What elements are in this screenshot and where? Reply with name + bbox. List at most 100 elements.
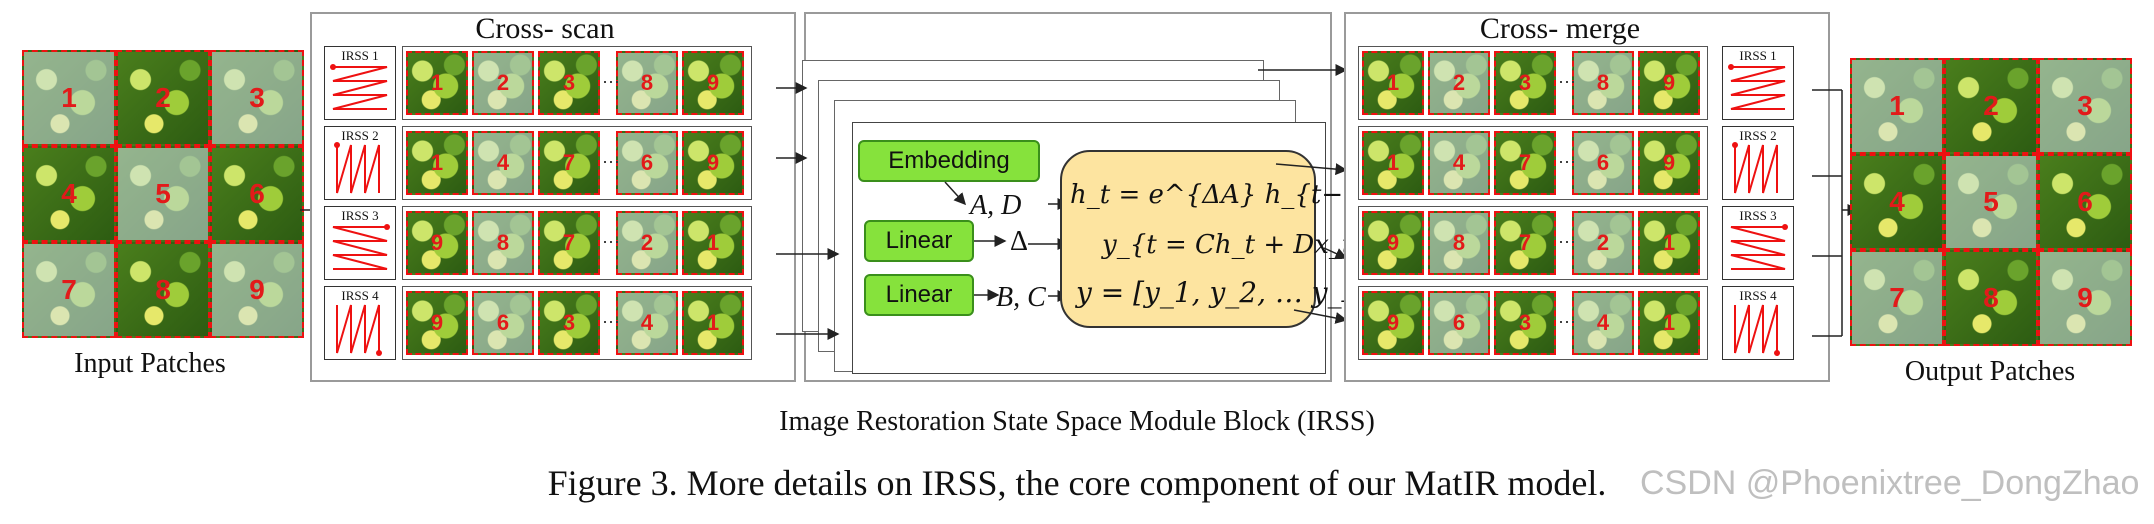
ellipsis-icon: ⋯ <box>1558 232 1576 252</box>
scan-order-label: IRSS 4 <box>1739 288 1777 303</box>
output-patch: 1 <box>1850 58 1944 154</box>
scan-order-label: IRSS 4 <box>341 288 379 303</box>
ellipsis-icon: ⋯ <box>1558 152 1576 172</box>
sequence-patch-number: 7 <box>562 150 576 175</box>
sequence-patch: 1 <box>1638 211 1700 275</box>
sequence-patch: 9 <box>1362 291 1424 355</box>
output-patch-number: 4 <box>1889 186 1905 217</box>
output-patch: 6 <box>2038 154 2132 250</box>
sequence-patch: 2 <box>472 51 534 115</box>
input-patch-number: 3 <box>249 82 265 113</box>
output-patches-grid: 1 2 3 4 5 6 7 8 9 <box>1850 58 2132 348</box>
sequence-patch-number: 3 <box>1518 310 1532 335</box>
sequence-patch: 3 <box>538 291 600 355</box>
sequence-patch: 9 <box>1362 211 1424 275</box>
sequence-patch: 9 <box>1638 131 1700 195</box>
sequence-patch: 3 <box>1494 291 1556 355</box>
ellipsis-icon: ⋯ <box>602 232 620 252</box>
sequence-patch-number: 2 <box>1596 230 1610 255</box>
scan-path-icon <box>332 224 390 270</box>
sequence-patch-number: 4 <box>640 310 654 335</box>
sequence-patch: 4 <box>1428 131 1490 195</box>
sequence-patch-number: 1 <box>1386 150 1400 175</box>
sequence-patch-number: 7 <box>1518 230 1532 255</box>
sequence-patch: 1 <box>682 211 744 275</box>
sequence-patch-number: 6 <box>640 150 654 175</box>
sequence-patch: 6 <box>1572 131 1634 195</box>
scan-order-icon: IRSS 1 <box>324 46 396 120</box>
scan-order-label: IRSS 2 <box>341 128 379 143</box>
scan-order-label: IRSS 1 <box>341 48 379 63</box>
patch-sequence <box>402 46 752 120</box>
sequence-patch-number: 8 <box>1452 230 1466 255</box>
scan-path-icon <box>334 142 380 194</box>
sequence-patch-number: 7 <box>1518 150 1532 175</box>
output-patch: 7 <box>1850 250 1944 346</box>
sequence-patch: 1 <box>1362 131 1424 195</box>
scan-order-label: IRSS 3 <box>341 208 379 223</box>
sequence-patch-number: 9 <box>430 310 444 335</box>
sequence-patch: 8 <box>1428 211 1490 275</box>
input-patch-number: 9 <box>249 274 265 305</box>
sequence-patch-number: 2 <box>1452 70 1466 95</box>
scan-path-icon <box>1732 142 1778 194</box>
sequence-patch-number: 6 <box>1596 150 1610 175</box>
input-patch-number: 4 <box>61 178 77 209</box>
sequence-patch: 6 <box>472 291 534 355</box>
scan-order-label: IRSS 2 <box>1739 128 1777 143</box>
ssm-io-arrows <box>776 64 1348 340</box>
output-patch-number: 5 <box>1983 186 1999 217</box>
patch-sequence <box>1358 206 1708 280</box>
output-patch: 8 <box>1944 250 2038 346</box>
sequence-patch-number: 9 <box>1662 70 1676 95</box>
input-patch: 9 <box>210 242 304 338</box>
sequence-patch: 4 <box>1572 291 1634 355</box>
output-patch: 3 <box>2038 58 2132 154</box>
sequence-patch-number: 1 <box>706 310 720 335</box>
sequence-patch: 1 <box>406 131 468 195</box>
sequence-patch: 7 <box>538 131 600 195</box>
sequence-patch-number: 9 <box>430 230 444 255</box>
sequence-patch: 9 <box>406 211 468 275</box>
output-patches-label: Output Patches <box>1904 356 2076 387</box>
sequence-patch: 1 <box>406 51 468 115</box>
block-name-caption: Image Restoration State Space Module Blo… <box>779 406 1375 437</box>
sequence-patch: 8 <box>1572 51 1634 115</box>
output-patch-number: 6 <box>2077 186 2093 217</box>
cross-scan-title: Cross- scan <box>475 12 615 45</box>
scan-path-icon <box>1730 224 1788 270</box>
sequence-patch-number: 8 <box>496 230 510 255</box>
sequence-patch-number: 1 <box>1662 310 1676 335</box>
sequence-patch-number: 1 <box>1662 230 1676 255</box>
sequence-patch: 8 <box>472 211 534 275</box>
scan-path-icon <box>1734 304 1780 356</box>
sequence-patch: 1 <box>1362 51 1424 115</box>
sequence-patch-number: 9 <box>1662 150 1676 175</box>
output-patch-number: 8 <box>1983 282 1999 313</box>
sequence-patch-number: 6 <box>1452 310 1466 335</box>
input-patch: 8 <box>116 242 210 338</box>
output-patch: 2 <box>1944 58 2038 154</box>
ellipsis-icon: ⋯ <box>602 312 620 332</box>
sequence-patch-number: 9 <box>1386 230 1400 255</box>
equation-sequence: y = [y_1, y_2, … y_L,] <box>1076 276 1381 309</box>
cross-merge-title: Cross- merge <box>1479 12 1641 45</box>
sequence-patch: 2 <box>616 211 678 275</box>
scan-path-icon <box>1728 64 1786 110</box>
sequence-patch-number: 9 <box>1386 310 1400 335</box>
sequence-patch: 3 <box>538 51 600 115</box>
ellipsis-icon: ⋯ <box>602 152 620 172</box>
input-patch: 4 <box>22 146 116 242</box>
sequence-patch-number: 7 <box>562 230 576 255</box>
scan-order-icon: IRSS 4 <box>1722 286 1794 360</box>
output-patch-number: 3 <box>2077 90 2093 121</box>
output-patch-number: 2 <box>1983 90 1999 121</box>
scan-order-label: IRSS 1 <box>1739 48 1777 63</box>
input-patch-number: 8 <box>155 274 171 305</box>
scan-order-icon: IRSS 3 <box>324 206 396 280</box>
patch-sequence <box>1358 286 1708 360</box>
sequence-patch-number: 6 <box>496 310 510 335</box>
output-patch-number: 9 <box>2077 282 2093 313</box>
